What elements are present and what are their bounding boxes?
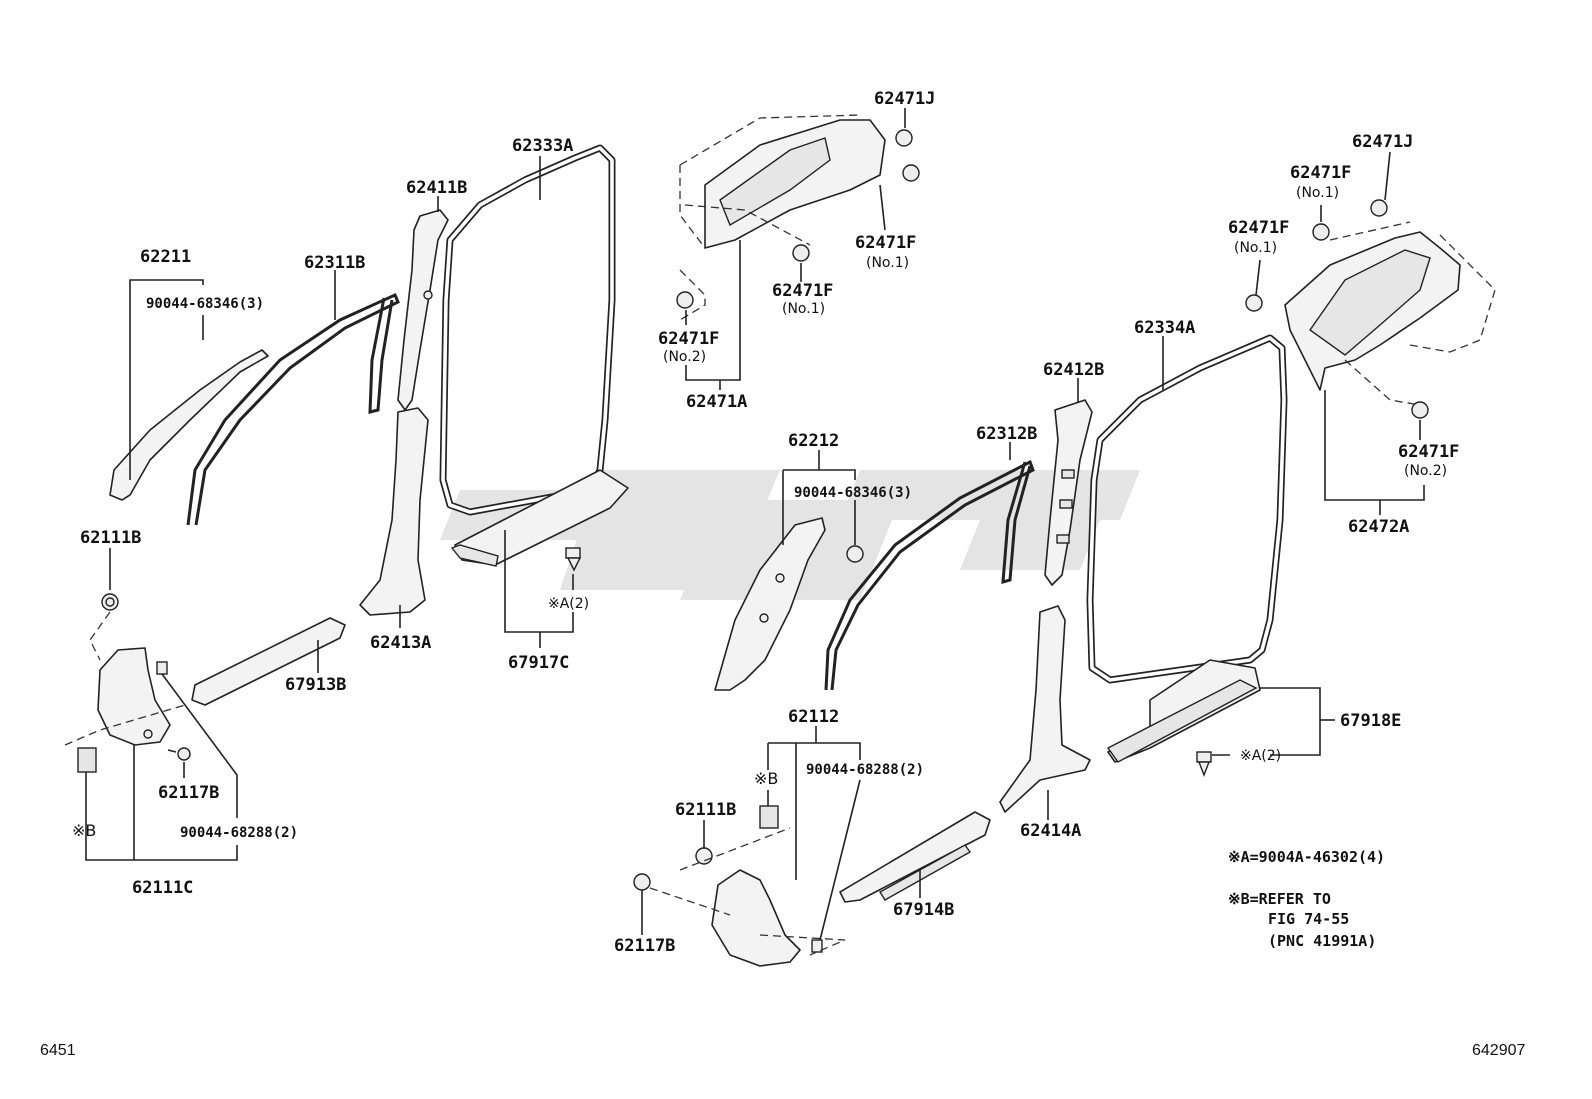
label-B-left-text: ※B	[72, 821, 96, 840]
nut-right	[811, 939, 823, 953]
leader-lines	[85, 108, 1425, 941]
label-62312B: 62312B	[976, 424, 1037, 444]
note-B-line3: (PNC 41991A)	[1268, 932, 1376, 950]
label-62471F-right-b-sub: (No.1)	[1234, 240, 1277, 256]
pillar-weatherstrip-left-tail	[368, 297, 394, 414]
label-67913B: 67913B	[285, 675, 346, 695]
label-62471F-mid-sub: (No.1)	[782, 301, 825, 317]
clip-90044-68346-b	[846, 545, 864, 563]
label-62471F-right-b: 62471F	[1228, 218, 1289, 238]
nut-left	[156, 661, 168, 675]
figure-number-right: 642907	[1472, 1042, 1525, 1059]
clip-62471J-b	[1370, 199, 1388, 217]
label-90044-68288-right: 90044-68288(2)	[806, 762, 924, 778]
clip-A-right	[1196, 751, 1212, 777]
clip-62111B-right	[695, 847, 713, 865]
label-62471J-right: 62471J	[1352, 132, 1413, 152]
clip-62111B-left	[101, 593, 119, 611]
label-B-left	[77, 747, 97, 773]
label-62334A: 62334A	[1134, 318, 1195, 338]
cowl-side-trim-right	[711, 869, 801, 967]
label-62111B-right: 62111B	[675, 800, 736, 820]
door-opening-weatherstrip-left	[439, 144, 616, 516]
clip-62471F-a	[902, 164, 920, 182]
clip-62471F-f	[1411, 401, 1429, 419]
note-A: ※A=9004A-46302(4)	[1228, 848, 1385, 866]
front-pillar-garnish-right	[714, 517, 826, 691]
label-62471F-upper: 62471F	[855, 233, 916, 253]
clip-62471F-c	[676, 291, 694, 309]
clip-A-left	[565, 547, 582, 572]
label-90044-68288-left: 90044-68288(2)	[180, 825, 298, 841]
pillar-weatherstrip-right	[824, 459, 1035, 691]
label-A-left: ※A(2)	[548, 596, 589, 612]
screw-62117B-right	[633, 873, 651, 891]
label-62471F-lower: 62471F	[658, 329, 719, 349]
label-62333A: 62333A	[512, 136, 573, 156]
label-62311B: 62311B	[304, 253, 365, 273]
scuff-plate-left	[191, 617, 346, 706]
clip-62471J-a	[895, 129, 913, 147]
label-62117B-left: 62117B	[158, 783, 219, 803]
clip-62471F-d	[1312, 223, 1330, 241]
clip-hole	[423, 290, 433, 300]
label-B-right	[759, 805, 779, 829]
label-62414A: 62414A	[1020, 821, 1081, 841]
cowl-side-trim-left	[97, 647, 171, 746]
label-62413A: 62413A	[370, 633, 431, 653]
label-62212: 62212	[788, 431, 839, 451]
front-pillar-garnish-left	[109, 349, 269, 501]
label-62471F-right-a: 62471F	[1290, 163, 1351, 183]
label-62211: 62211	[140, 247, 191, 267]
note-B-line1: ※B=REFER TO	[1228, 890, 1331, 908]
label-62412B: 62412B	[1043, 360, 1104, 380]
label-67914B: 67914B	[893, 900, 954, 920]
label-67917C: 67917C	[508, 653, 569, 673]
label-62112: 62112	[788, 707, 839, 727]
label-B-right-text: ※B	[754, 769, 778, 788]
note-B-line2: FIG 74-55	[1268, 910, 1349, 928]
label-62117B-right: 62117B	[614, 936, 675, 956]
label-62471F-right-a-sub: (No.1)	[1296, 185, 1339, 201]
clip-62471F-b	[792, 244, 810, 262]
scuff-plate-right	[839, 811, 991, 903]
label-62411B: 62411B	[406, 178, 467, 198]
label-62471F-mid: 62471F	[772, 281, 833, 301]
label-62111B-left: 62111B	[80, 528, 141, 548]
screw-62117B-left	[167, 747, 191, 761]
figure-number-left: 6451	[40, 1042, 76, 1059]
label-62471J-upper: 62471J	[874, 89, 935, 109]
center-pillar-upper-left	[397, 209, 449, 411]
center-pillar-lower-left	[359, 407, 429, 616]
label-62472A: 62472A	[1348, 517, 1409, 537]
label-67918E: 67918E	[1340, 711, 1401, 731]
clip-62471F-e	[1245, 294, 1263, 312]
pillar-weatherstrip-left	[186, 293, 400, 526]
label-62111C: 62111C	[132, 878, 193, 898]
label-62471F-right-c: 62471F	[1398, 442, 1459, 462]
footnotes: ※A=9004A-46302(4) ※B=REFER TO FIG 74-55 …	[1228, 848, 1385, 950]
label-62471F-upper-sub: (No.1)	[866, 255, 909, 271]
label-90044-68346-right: 90044-68346(3)	[794, 485, 912, 501]
label-62471A: 62471A	[686, 392, 747, 412]
center-pillar-lower-right	[999, 605, 1091, 813]
label-A-right: ※A(2)	[1240, 748, 1281, 764]
label-62471F-lower-sub: (No.2)	[663, 349, 706, 365]
scuff-plate-inner-left	[454, 469, 629, 566]
label-62471F-right-c-sub: (No.2)	[1404, 463, 1447, 479]
label-90044-68346-left: 90044-68346(3)	[146, 296, 264, 312]
part-labels: 62211 90044-68346(3) 62311B 62411B 62333…	[72, 89, 1459, 956]
